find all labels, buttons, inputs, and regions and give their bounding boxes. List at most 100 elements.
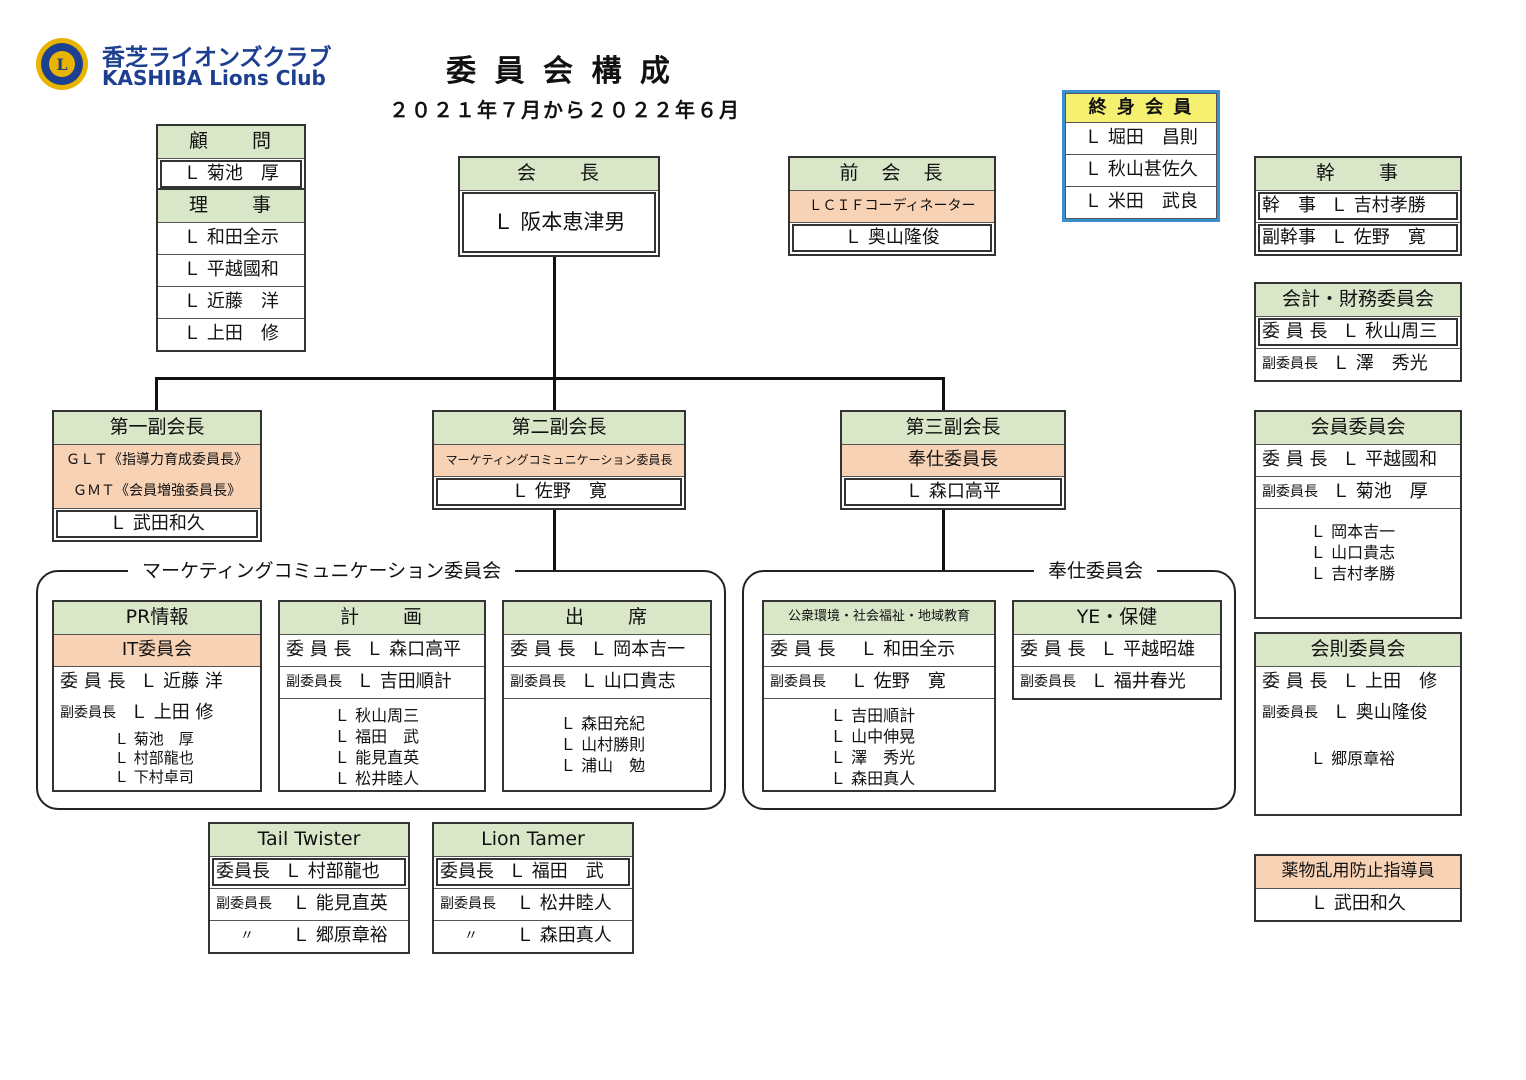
vp2-box: 第二副会長 マーケティングコミュニケーション委員長 Ｌ 佐野 寛 (432, 410, 686, 510)
role-label: 委 員 長 (1262, 449, 1328, 470)
life-member-name: Ｌ 秋山甚佐久 (1065, 155, 1217, 187)
member-list: Ｌ 岡本吉一 Ｌ 山口貴志 Ｌ 吉村孝勝 (1256, 508, 1460, 617)
role-label: 委員長 (216, 861, 270, 882)
committee-row: 委 員 長 Ｌ 和田全示 (764, 634, 994, 666)
role-label: 副委員長 (770, 674, 826, 690)
director-box: 理 事 Ｌ 和田全示 Ｌ 平越國和 Ｌ 近藤 洋 Ｌ 上田 修 (156, 188, 306, 352)
vp2-role: マーケティングコミュニケーション委員長 (434, 444, 684, 476)
vp3-box: 第三副会長 奉仕委員長 Ｌ 森口高平 (840, 410, 1066, 510)
member-name: Ｌ 近藤 洋 (139, 671, 223, 692)
director-name: Ｌ 平越國和 (158, 254, 304, 286)
vp2-name: Ｌ 佐野 寛 (434, 476, 684, 508)
logo-text-en: KASHIBA Lions Club (102, 66, 326, 90)
vp1-role: ＧＬＴ《指導力育成委員長》 (54, 444, 260, 476)
role-label: 委 員 長 (60, 671, 126, 692)
ye-health-committee-header: YE・保健 (1014, 602, 1220, 634)
lions-logo: L 香芝ライオンズクラブ KASHIBA Lions Club (34, 36, 334, 92)
member-name: Ｌ 和田全示 (859, 639, 956, 660)
role-label: 〃 (464, 928, 478, 944)
member-name: Ｌ 森口高平 (365, 639, 462, 660)
member-list: Ｌ 菊池 厚 Ｌ 村部龍也 Ｌ 下村卓司 (54, 730, 260, 787)
marketing-committee-label: マーケティングコミュニケーション委員会 (128, 559, 516, 583)
president-box: 会 長 Ｌ 阪本恵津男 (458, 156, 660, 257)
lion-tamer-header: Lion Tamer (434, 824, 632, 856)
member-name: Ｌ 佐野 寛 (850, 671, 946, 692)
member-name: Ｌ 郷原章裕 (292, 925, 388, 946)
role-label: 委 員 長 (1262, 671, 1328, 692)
vp3-header: 第三副会長 (842, 412, 1064, 444)
member-name: Ｌ 吉田順計 (830, 706, 916, 725)
connector-vp1 (155, 377, 158, 411)
role-label: 副委員長 (510, 674, 566, 690)
member-name: Ｌ 上田 修 (1341, 671, 1438, 692)
director-name: Ｌ 上田 修 (158, 318, 304, 350)
member-name: Ｌ 秋山周三 (334, 706, 420, 725)
role-label: 委 員 長 (770, 639, 836, 660)
member-name: Ｌ 郷原章裕 (1310, 749, 1396, 768)
attendance-committee-header: 出 席 (504, 602, 710, 634)
role-label: 委 員 長 (510, 639, 576, 660)
member-name: Ｌ 岡本吉一 (589, 639, 686, 660)
vp1-header: 第一副会長 (54, 412, 260, 444)
member-name: Ｌ 山口貴志 (580, 671, 676, 692)
connector-horizontal (155, 377, 945, 380)
member-name: Ｌ 山村勝則 (560, 735, 646, 754)
member-name: Ｌ 奥山隆俊 (1332, 702, 1428, 723)
committee-row: 委 員 長 Ｌ 近藤 洋 (54, 666, 260, 698)
role-label: 委 員 長 (286, 639, 352, 660)
role-label: 副委員長 (1262, 356, 1318, 372)
president-header: 会 長 (460, 158, 658, 190)
drug-prevention-box: 薬物乱用防止指導員 Ｌ 武田和久 (1254, 854, 1462, 922)
member-name: Ｌ 山中伸晃 (830, 727, 916, 746)
committee-row: 副委員長 Ｌ 福井春光 (1014, 666, 1220, 698)
member-name: Ｌ 浦山 勉 (560, 756, 646, 775)
member-name: Ｌ 下村卓司 (114, 768, 194, 786)
connector-vp3 (942, 377, 945, 411)
president-name: Ｌ 阪本恵津男 (460, 190, 658, 255)
connector-vp2 (553, 377, 556, 411)
member-list: Ｌ 森田充紀 Ｌ 山村勝則 Ｌ 浦山 勉 (504, 698, 710, 780)
life-member-box: 終 身 会 員 Ｌ 堀田 昌則 Ｌ 秋山甚佐久 Ｌ 米田 武良 (1062, 90, 1220, 222)
svg-text:L: L (56, 55, 67, 74)
role-label: 副委員長 (60, 705, 116, 721)
director-name: Ｌ 近藤 洋 (158, 286, 304, 318)
lions-emblem-icon: L (36, 38, 88, 90)
member-name: Ｌ 福田 武 (334, 727, 420, 746)
role-label: 副委員長 (1020, 674, 1076, 690)
secretary-header: 幹 事 (1256, 158, 1460, 190)
connector-president-down (553, 252, 556, 380)
member-name: Ｌ 秋山周三 (1341, 321, 1438, 342)
member-name: Ｌ 森田真人 (830, 769, 916, 788)
vp2-header: 第二副会長 (434, 412, 684, 444)
director-header: 理 事 (158, 190, 304, 222)
vp3-role: 奉仕委員長 (842, 444, 1064, 476)
role-label: 副委員長 (440, 896, 496, 912)
role-label: 〃 (240, 928, 254, 944)
connector-vp3-group (942, 506, 945, 570)
vp1-box: 第一副会長 ＧＬＴ《指導力育成委員長》 ＧＭＴ《会員増強委員長》 Ｌ 武田和久 (52, 410, 262, 542)
attendance-committee-box: 出 席 委 員 長 Ｌ 岡本吉一 副委員長 Ｌ 山口貴志 Ｌ 森田充紀 Ｌ 山村勝則… (502, 600, 712, 792)
member-name: Ｌ 福井春光 (1090, 671, 1186, 692)
page-title: 委 員 会 構 成 (446, 54, 674, 89)
page-subtitle: ２０２１年７月から２０２２年６月 (389, 98, 741, 122)
connector-vp2-group (553, 506, 556, 570)
member-list: Ｌ 郷原章裕 (1256, 730, 1460, 814)
member-name: Ｌ 上田 修 (130, 702, 214, 723)
bylaws-committee-header: 会則委員会 (1256, 634, 1460, 666)
member-name: Ｌ 村部龍也 (114, 749, 194, 767)
life-member-name: Ｌ 堀田 昌則 (1065, 123, 1217, 155)
member-name: Ｌ 森田真人 (516, 925, 612, 946)
drug-prevention-header: 薬物乱用防止指導員 (1256, 856, 1460, 888)
member-name: Ｌ 佐野 寛 (1330, 227, 1426, 248)
